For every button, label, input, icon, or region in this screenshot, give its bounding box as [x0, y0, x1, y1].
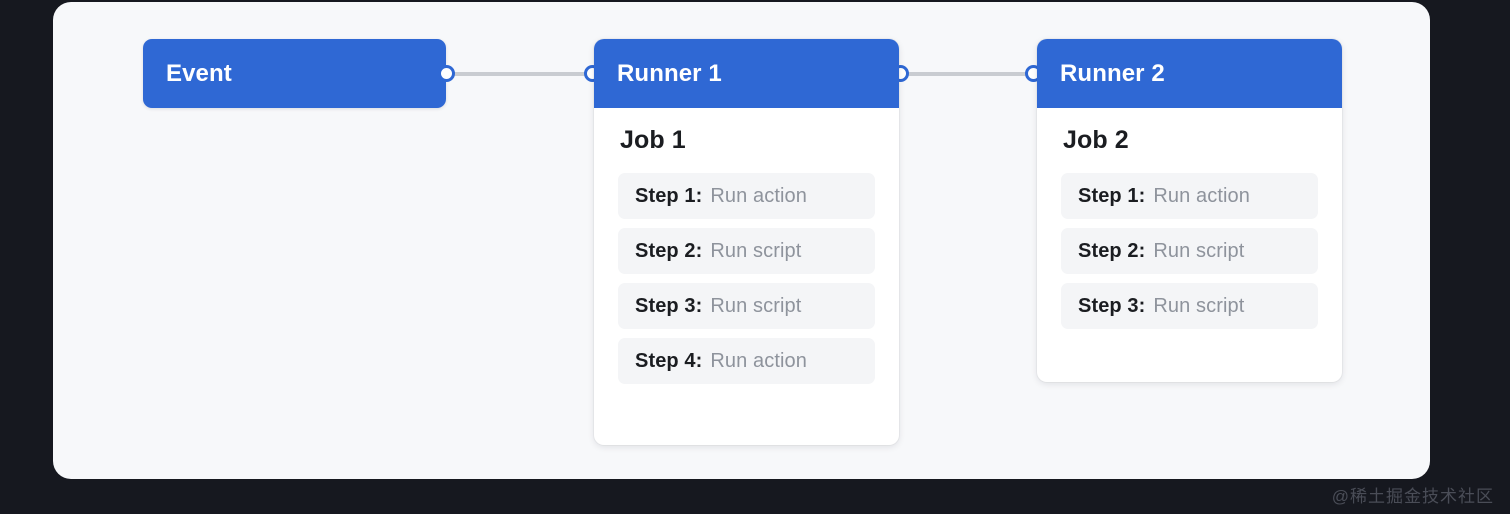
step-value: Run action [1153, 184, 1251, 207]
step-value: Run script [1153, 294, 1245, 317]
step-value: Run script [710, 294, 802, 317]
runner-card-1[interactable]: Runner 1 Job 1 Step 1: Run action Step 2… [594, 39, 899, 445]
step-value: Run action [710, 349, 808, 372]
runner-card-2-header: Runner 2 [1037, 39, 1342, 108]
step-list-2: Step 1: Run action Step 2: Run script St… [1061, 173, 1318, 329]
step-value: Run script [1153, 239, 1245, 262]
runner-card-2[interactable]: Runner 2 Job 2 Step 1: Run action Step 2… [1037, 39, 1342, 382]
job-title-1: Job 1 [620, 126, 686, 154]
step-label: Step 2: [635, 239, 703, 262]
runner-card-1-header: Runner 1 [594, 39, 899, 108]
event-node-label: Event [166, 59, 232, 87]
connector-line-event-to-runner1 [446, 72, 596, 76]
runner-card-2-title: Runner 2 [1060, 59, 1165, 87]
step-item[interactable]: Step 2: Run script [1061, 228, 1318, 274]
watermark-text: @稀土掘金技术社区 [1331, 487, 1494, 506]
connector-line-runner1-to-runner2 [899, 72, 1033, 76]
step-item[interactable]: Step 2: Run script [618, 228, 875, 274]
step-item[interactable]: Step 3: Run script [1061, 283, 1318, 329]
step-label: Step 2: [1078, 239, 1146, 262]
job-title-2: Job 2 [1063, 126, 1129, 154]
runner-card-2-body: Job 2 Step 1: Run action Step 2: Run scr… [1037, 108, 1342, 329]
step-label: Step 1: [635, 184, 703, 207]
step-item[interactable]: Step 1: Run action [1061, 173, 1318, 219]
step-label: Step 3: [1078, 294, 1146, 317]
step-value: Run script [710, 239, 802, 262]
event-node[interactable]: Event [143, 39, 446, 108]
step-list-1: Step 1: Run action Step 2: Run script St… [618, 173, 875, 384]
step-label: Step 1: [1078, 184, 1146, 207]
step-item[interactable]: Step 3: Run script [618, 283, 875, 329]
step-label: Step 3: [635, 294, 703, 317]
step-value: Run action [710, 184, 808, 207]
runner-card-1-title: Runner 1 [617, 59, 722, 87]
diagram-panel: Event Runner 1 Job 1 Step 1: Run action … [53, 2, 1430, 479]
step-item[interactable]: Step 4: Run action [618, 338, 875, 384]
step-label: Step 4: [635, 349, 703, 372]
step-item[interactable]: Step 1: Run action [618, 173, 875, 219]
runner-card-1-body: Job 1 Step 1: Run action Step 2: Run scr… [594, 108, 899, 384]
connector-dot-event-output [438, 65, 455, 82]
